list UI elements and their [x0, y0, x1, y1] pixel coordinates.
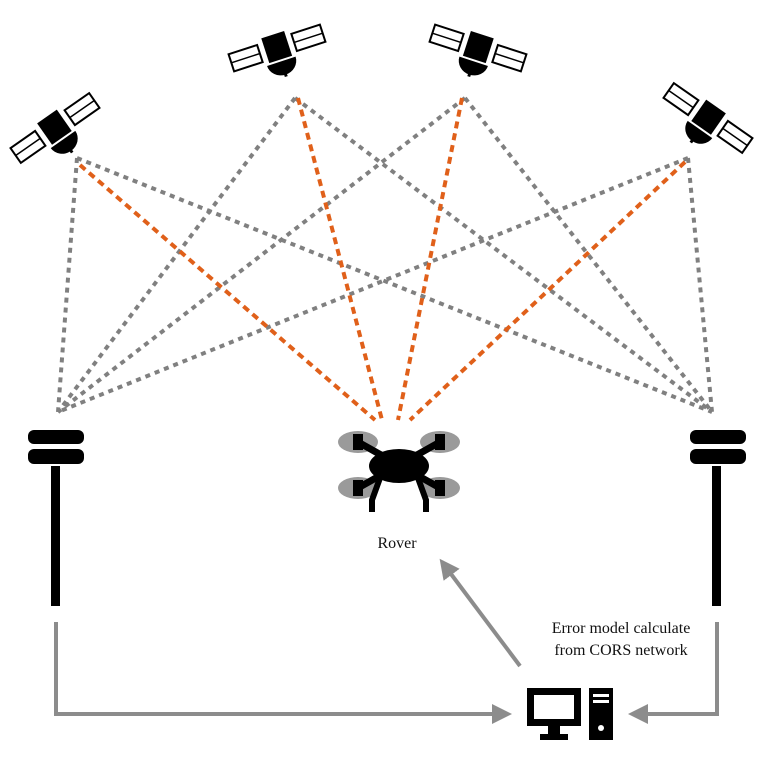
satellite-icon: [662, 81, 754, 155]
gnss-base-station-icon: [690, 430, 746, 606]
satellite-icon: [227, 23, 327, 77]
reference-signal-lines: [56, 96, 714, 414]
computer-icon: [527, 688, 613, 740]
error-model-note-line1: Error model calculate: [552, 620, 691, 637]
satellite-icon: [9, 91, 101, 165]
rover-signal-lines: [78, 97, 687, 422]
connector-lines: [54, 558, 719, 724]
drone-icon: [338, 431, 460, 512]
rover-label: Rover: [377, 535, 417, 552]
gnss-base-station-icon: [28, 430, 84, 606]
satellite-icon: [428, 23, 528, 77]
error-model-note-line2: from CORS network: [554, 642, 687, 659]
